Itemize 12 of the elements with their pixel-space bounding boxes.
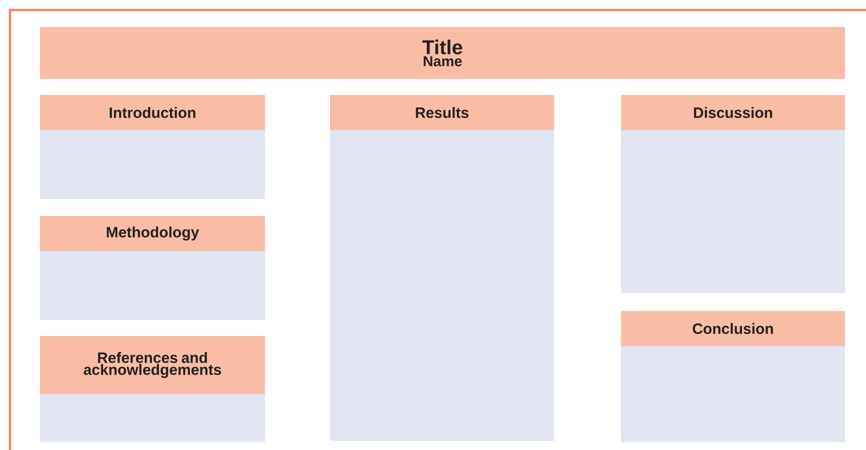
- node-label: Methodology: [106, 226, 200, 241]
- node-label: Discussion: [694, 106, 772, 118]
- section-panel: Conclusion: [621, 311, 846, 442]
- section-panel: Discussion: [621, 95, 846, 293]
- title-banner: Title Name: [40, 27, 846, 79]
- section-panel: Introduction: [40, 95, 265, 199]
- node-label: Introduction: [110, 106, 196, 118]
- node-label: Conclusion: [692, 322, 773, 334]
- node-label: Results: [416, 106, 468, 118]
- section-panel: Results: [330, 95, 554, 441]
- section-panel: References and acknowledgements: [40, 336, 265, 442]
- section-panel: Methodology: [40, 216, 265, 320]
